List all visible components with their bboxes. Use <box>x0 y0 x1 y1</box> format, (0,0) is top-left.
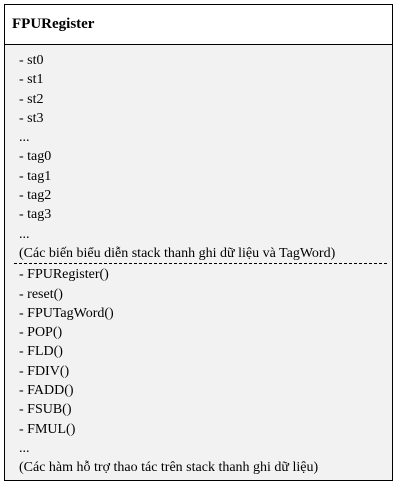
class-name: FPURegister <box>12 16 95 32</box>
attributes-section: - st0 - st1 - st2 - st3 ... - tag0 - tag… <box>5 45 392 263</box>
attribute-st0: - st0 <box>19 53 44 68</box>
method-fld: - FLD() <box>19 344 63 360</box>
attribute-tag0: - tag0 <box>19 149 52 165</box>
method-fpuregister: - FPURegister() <box>19 267 109 283</box>
methods-note: (Các hàm hỗ trợ thao tác trên stack than… <box>19 460 319 476</box>
method-fsub: - FSUB() <box>19 402 72 418</box>
attribute-st3: - st3 <box>19 110 44 126</box>
method-fdiv: - FDIV() <box>19 363 70 379</box>
method-fmul: - FMUL() <box>19 421 76 437</box>
attribute-st2: - st2 <box>19 91 44 107</box>
attribute-tag1: - tag1 <box>19 168 52 184</box>
attributes-note: (Các biến biểu diễn stack thanh ghi dữ l… <box>19 245 336 261</box>
attribute-ellipsis-tag: ... <box>19 226 30 242</box>
attribute-tag3: - tag3 <box>19 207 52 223</box>
method-fputagword: - FPUTagWord() <box>19 305 114 321</box>
method-reset: - reset() <box>19 286 63 302</box>
method-pop: - POP() <box>19 325 63 341</box>
attribute-tag2: - tag2 <box>19 188 52 204</box>
attribute-st1: - st1 <box>19 72 44 88</box>
method-fadd: - FADD() <box>19 383 74 399</box>
uml-class-box: FPURegister - st0 - st1 - st2 - st3 ... … <box>4 4 393 481</box>
methods-section: - FPURegister() - reset() - FPUTagWord()… <box>5 264 392 477</box>
class-header: FPURegister <box>5 5 392 45</box>
section-divider <box>14 263 387 265</box>
method-ellipsis: ... <box>19 440 30 456</box>
attribute-ellipsis-st: ... <box>19 130 30 146</box>
